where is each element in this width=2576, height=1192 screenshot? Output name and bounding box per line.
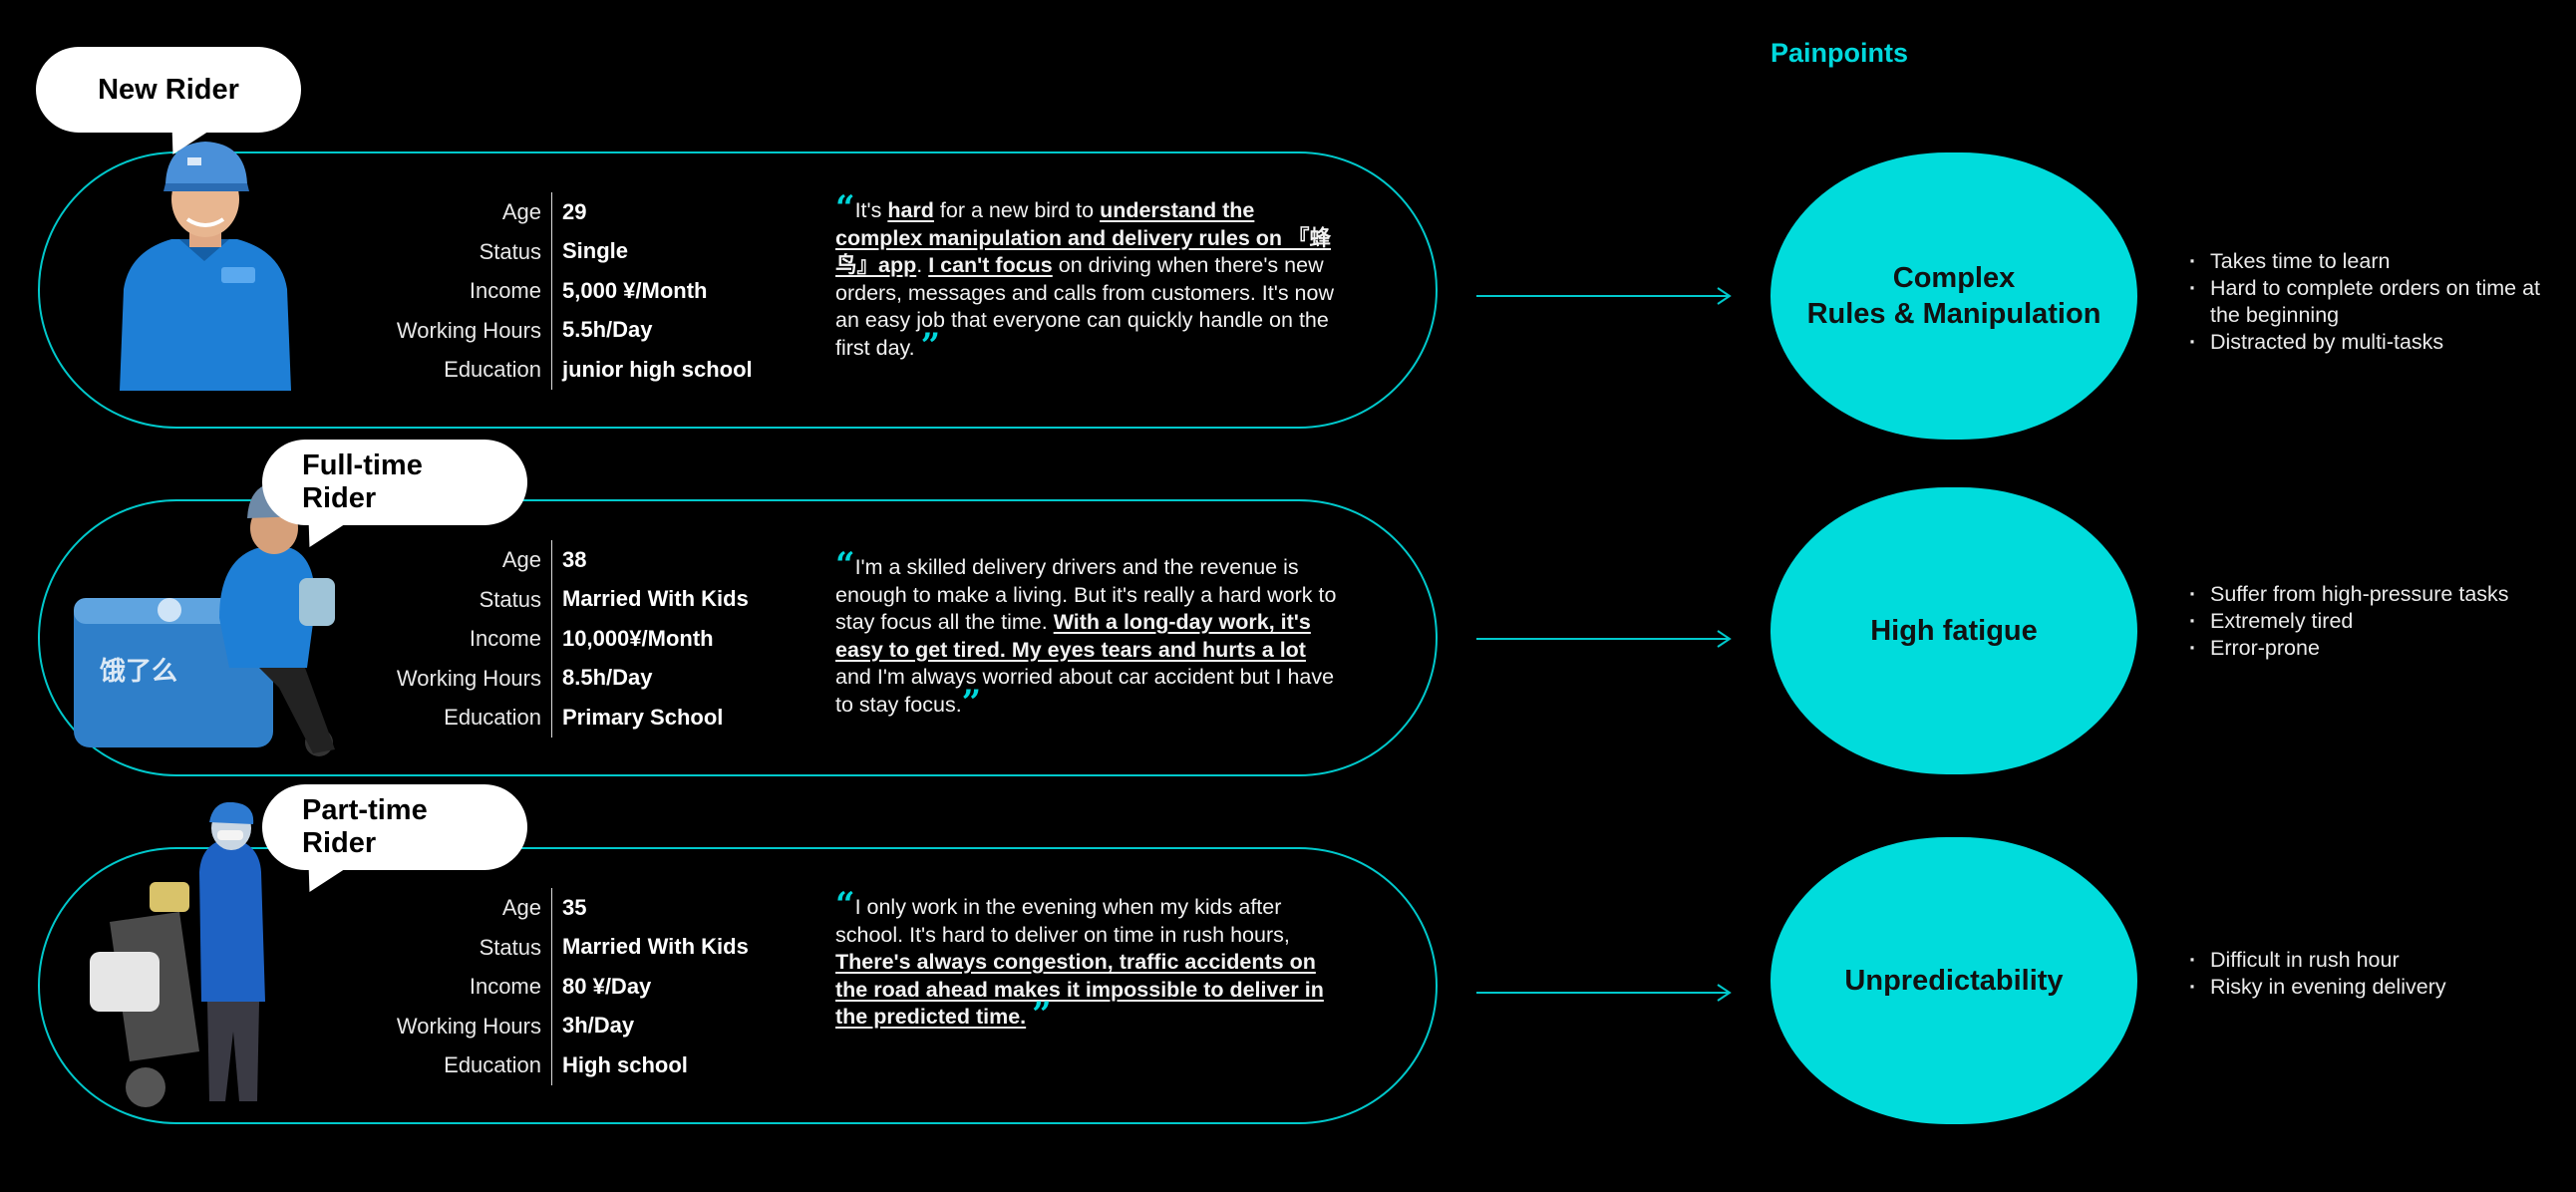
list-item: Suffer from high-pressure tasks (2187, 581, 2566, 608)
age-value: 29 (562, 198, 587, 224)
income-value: 5,000 ¥/Month (562, 277, 708, 303)
quote-text: I'm a skilled delivery drivers and the r… (835, 555, 1337, 634)
hours-label: Working Hours (369, 1006, 552, 1045)
list-item: Error-prone (2187, 635, 2566, 662)
quote-emphasis: I can't focus (928, 253, 1053, 277)
status-value: Married With Kids (562, 586, 749, 612)
quote-text: for a new bird to (933, 198, 1101, 222)
painpoint-title: Rules & Manipulation (1806, 298, 2101, 330)
hours-value: 3h/Day (562, 1013, 635, 1039)
painpoint-complexity: Complex Rules & Manipulation (1771, 152, 2137, 440)
painpoint-bullets: Difficult in rush hour Risky in evening … (2187, 947, 2566, 1001)
quote-text: I only work in the evening when my kids … (835, 895, 1290, 947)
hours-value: 5.5h/Day (562, 317, 653, 343)
education-label: Education (369, 1045, 552, 1085)
new-rider-photo (120, 142, 291, 391)
painpoint-bullets: Suffer from high-pressure tasks Extremel… (2187, 581, 2566, 662)
open-quote-icon: “ (835, 545, 855, 585)
list-item: Risky in evening delivery (2187, 974, 2566, 1001)
rider-quote: “I'm a skilled delivery drivers and the … (835, 548, 1344, 720)
rider-name-bubble: Full-time Rider (262, 440, 527, 525)
arrow-right-icon (1476, 630, 1732, 648)
open-quote-icon: “ (835, 885, 855, 925)
age-label: Age (369, 540, 552, 580)
list-item: Distracted by multi-tasks (2187, 329, 2566, 356)
open-quote-icon: “ (835, 188, 855, 228)
quote-text: and I'm always worried about car acciden… (835, 665, 1335, 717)
rider-quote: “It's hard for a new bird to understand … (835, 191, 1344, 363)
rider-name-bubble: Part-time Rider (262, 784, 527, 870)
income-value: 10,000¥/Month (562, 625, 714, 651)
painpoint-title: Unpredictability (1844, 965, 2064, 997)
age-label: Age (369, 192, 552, 232)
painpoint-title: Complex (1892, 262, 2016, 294)
quote-emphasis: understand the complex manipulation and … (835, 198, 1331, 277)
painpoint-title: High fatigue (1870, 615, 2038, 647)
quote-text: . (916, 253, 929, 277)
hours-label: Working Hours (369, 658, 552, 698)
status-label: Status (369, 231, 552, 271)
list-item: Extremely tired (2187, 608, 2566, 635)
arrow-right-icon (1476, 287, 1732, 305)
status-label: Status (369, 927, 552, 967)
close-quote-icon: ” (1032, 995, 1052, 1035)
rider-quote: “I only work in the evening when my kids… (835, 888, 1344, 1035)
quote-text: on driving when there's new orders, mess… (835, 253, 1334, 360)
svg-text:饿了么: 饿了么 (99, 657, 177, 687)
status-value: Single (562, 238, 629, 264)
rider-name-bubble: New Rider (36, 47, 301, 133)
parttime-rider-photo (90, 802, 265, 1107)
education-value: High school (562, 1051, 688, 1077)
income-label: Income (369, 271, 552, 311)
close-quote-icon: ” (920, 325, 941, 366)
quote-emphasis: hard (887, 198, 934, 222)
status-value: Married With Kids (562, 934, 749, 960)
list-item: Difficult in rush hour (2187, 947, 2566, 974)
hours-value: 8.5h/Day (562, 665, 653, 691)
rider-card-new (38, 151, 1438, 429)
income-label: Income (369, 967, 552, 1007)
rider-info-table: Age 35 Status Married With Kids Income 80 ¥… (369, 888, 788, 1085)
list-item: Takes time to learn (2187, 248, 2566, 275)
income-value: 80 ¥/Day (562, 973, 652, 999)
quote-emphasis: With a long-day work, it's easy to get t… (835, 610, 1311, 662)
age-value: 38 (562, 546, 587, 572)
list-item: Hard to complete orders on time at the b… (2187, 275, 2566, 329)
education-value: Primary School (562, 704, 724, 730)
age-label: Age (369, 888, 552, 928)
education-value: junior high school (562, 356, 753, 382)
rider-card-parttime (38, 847, 1438, 1124)
painpoint-unpredictability: Unpredictability (1771, 837, 2137, 1124)
status-label: Status (369, 579, 552, 619)
education-label: Education (369, 350, 552, 390)
page-title: Painpoints (1771, 38, 1909, 68)
age-value: 35 (562, 894, 587, 920)
rider-card-fulltime (38, 499, 1438, 776)
painpoint-bullets: Takes time to learn Hard to complete ord… (2187, 248, 2566, 356)
rider-info-table: Age 29 Status Single Income 5,000 ¥/Month W… (369, 192, 788, 390)
close-quote-icon: ” (961, 682, 982, 723)
quote-text: It's (854, 198, 888, 222)
quote-emphasis: There's always congestion, traffic accid… (835, 950, 1324, 1029)
education-label: Education (369, 698, 552, 738)
income-label: Income (369, 619, 552, 659)
rider-info-table: Age 38 Status Married With Kids Income 10,0… (369, 540, 788, 738)
arrow-right-icon (1476, 984, 1732, 1002)
painpoint-fatigue: High fatigue (1771, 487, 2137, 774)
hours-label: Working Hours (369, 310, 552, 350)
